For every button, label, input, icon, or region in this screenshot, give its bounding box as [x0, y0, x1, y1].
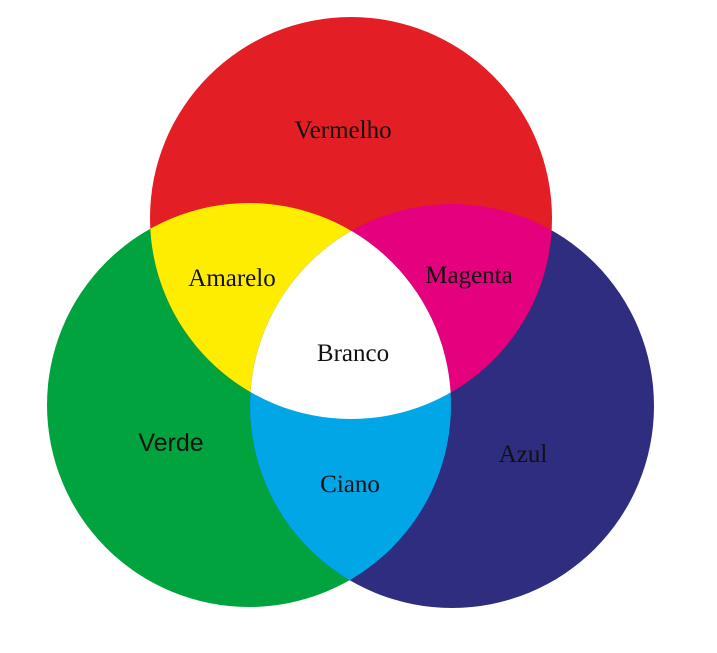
- label-vermelho: Vermelho: [294, 117, 391, 144]
- label-amarelo: Amarelo: [188, 265, 275, 292]
- label-magenta: Magenta: [425, 262, 512, 289]
- label-ciano: Ciano: [320, 471, 380, 498]
- label-azul: Azul: [499, 441, 548, 468]
- label-branco: Branco: [317, 340, 389, 367]
- white-center-overlap: [250, 204, 451, 419]
- label-verde: Verde: [138, 429, 203, 457]
